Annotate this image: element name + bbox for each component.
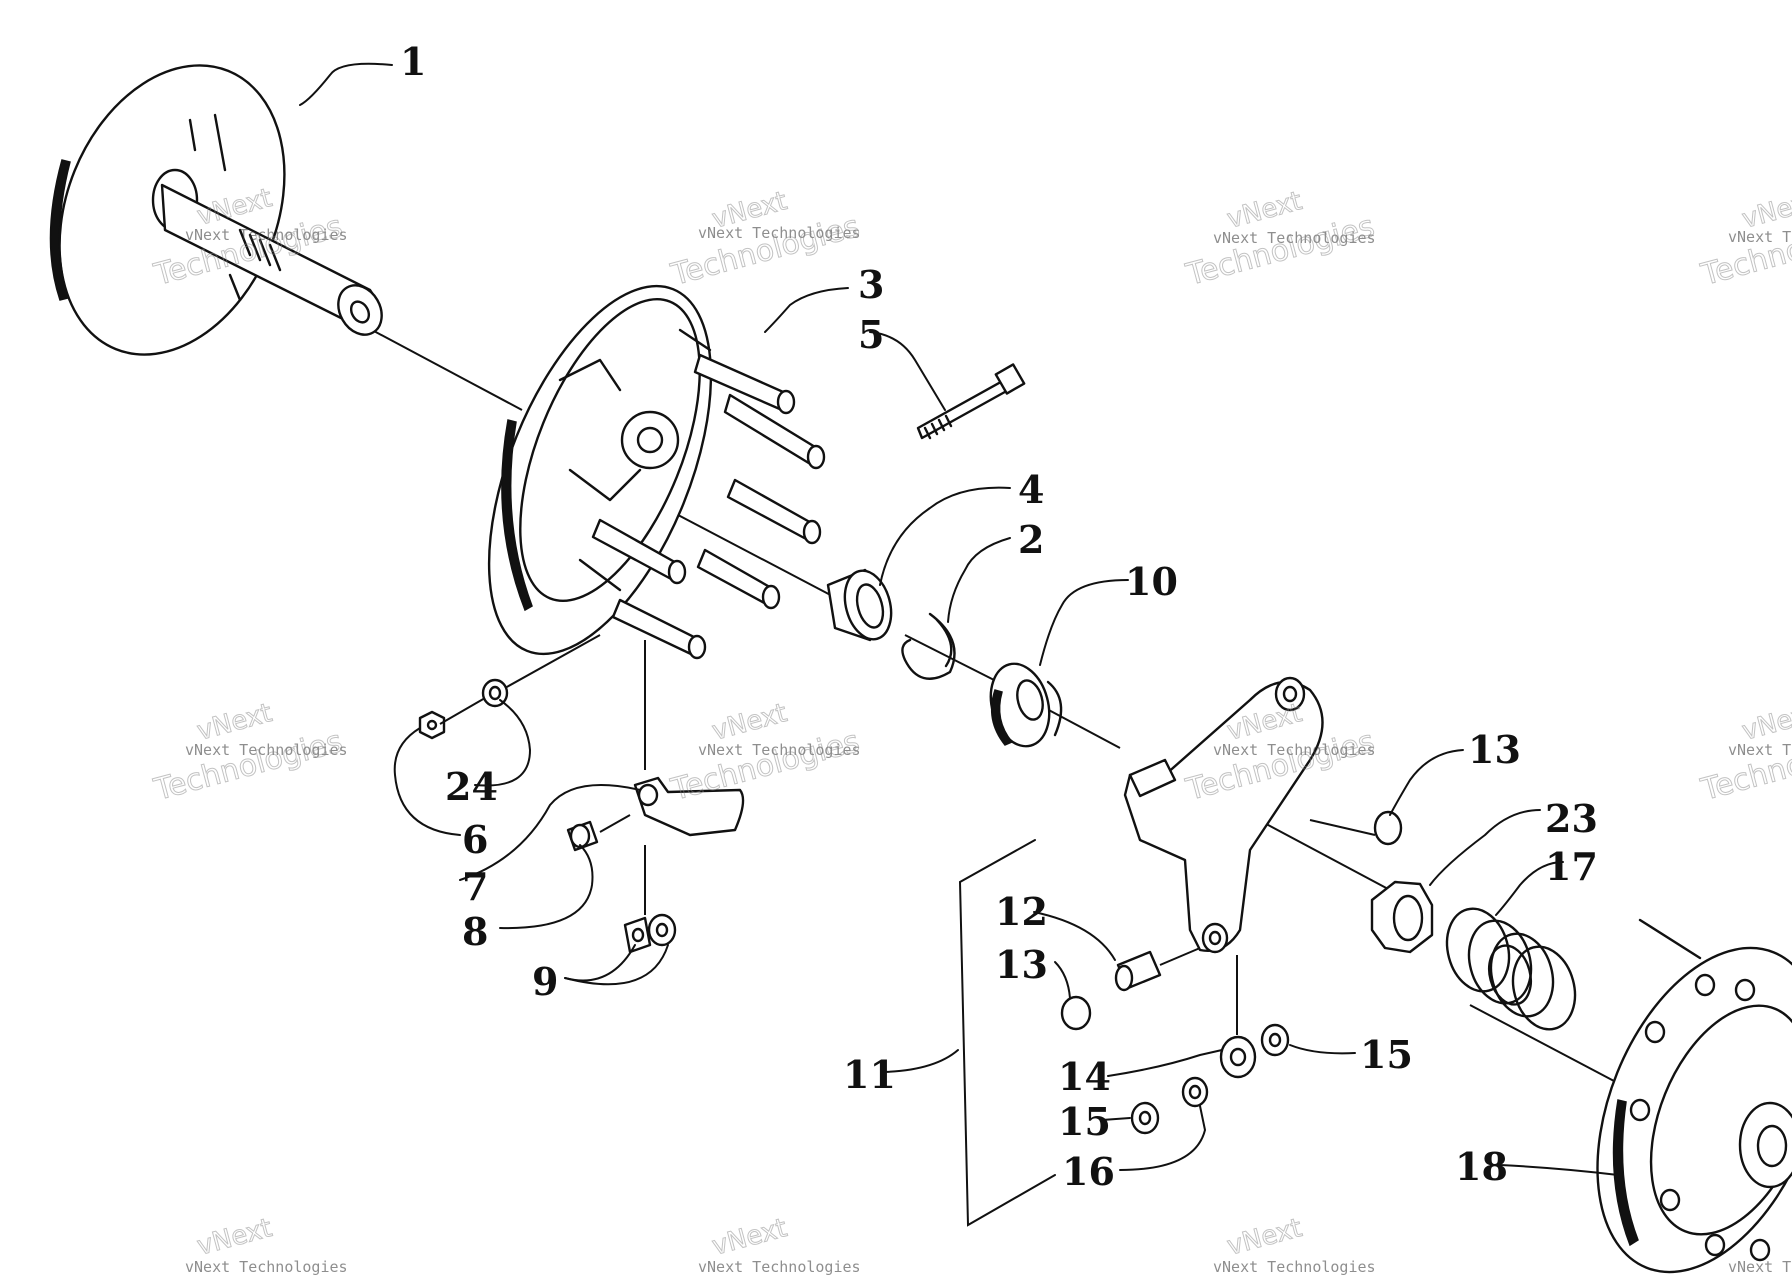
watermark-r3c3: vNext vNext Technologies: [1213, 1213, 1376, 1276]
part-washer-15a: [1260, 1023, 1290, 1057]
part-pin-12: [1114, 950, 1162, 992]
part-spider-plate: [487, 284, 826, 660]
watermark-r1c2: vNext vNext Technologies Technologies: [667, 186, 864, 294]
watermark-r1c3: vNext vNext Technologies Technologies: [1182, 186, 1379, 294]
callout-11: 11: [843, 1052, 896, 1097]
part-cap-13a: [1060, 995, 1092, 1031]
callout-24: 24: [445, 764, 498, 809]
svg-text:vNext Technologies: vNext Technologies: [1728, 1258, 1792, 1276]
callout-2: 2: [1018, 517, 1044, 562]
part-spring: [1445, 907, 1577, 1031]
callout-5: 5: [858, 312, 884, 357]
callout-4: 4: [1018, 467, 1044, 512]
callout-23: 23: [1545, 796, 1598, 841]
part-washer: [989, 662, 1063, 748]
part-nut-6: [418, 710, 446, 740]
callout-13b: 13: [1468, 727, 1521, 772]
callout-3: 3: [858, 262, 884, 307]
svg-text:vNext: vNext: [709, 698, 790, 747]
svg-text:vNext Technologies: vNext Technologies: [1728, 228, 1792, 246]
watermark-r1c4: vNext vNext Technologies Technologies: [1697, 186, 1792, 294]
part-sheave-shaft: [49, 64, 383, 356]
callout-6: 6: [462, 817, 488, 862]
right-cluster-axis: [1159, 819, 1376, 1035]
part-cam-arm: [1123, 676, 1324, 954]
callout-12: 12: [995, 889, 1048, 934]
svg-text:vNext: vNext: [194, 698, 275, 747]
callout-labels: 1 2 3 4 5 6 7 8 9 10 11 12 13 13 14 15 1…: [400, 39, 1598, 1194]
svg-text:vNext: vNext: [1224, 1213, 1305, 1262]
watermark-r2c1: vNext vNext Technologies Technologies: [150, 698, 348, 809]
svg-text:vNext: vNext: [709, 1213, 790, 1262]
part-roller-arm-7: [633, 776, 745, 837]
svg-text:vNext Technologies: vNext Technologies: [1213, 1258, 1376, 1276]
callout-15b: 15: [1360, 1032, 1413, 1077]
callout-1: 1: [400, 39, 426, 84]
part-snap-ring: [901, 612, 956, 680]
callout-10: 10: [1125, 559, 1178, 604]
part-moveable-sheave: [1596, 918, 1792, 1274]
svg-text:vNext: vNext: [1224, 186, 1305, 235]
bracket-11: [958, 839, 1056, 1227]
svg-text:vNext Technologies: vNext Technologies: [698, 224, 861, 242]
part-plates-9: [623, 913, 677, 954]
leader-lines: [299, 62, 1619, 1176]
part-bushing: [826, 568, 893, 642]
svg-text:vNext Technologies: vNext Technologies: [1728, 741, 1792, 759]
callout-8: 8: [462, 909, 488, 954]
part-adjusting-nut: [1370, 880, 1434, 954]
svg-text:vNext Technologies: vNext Technologies: [1213, 229, 1376, 247]
callout-7: 7: [462, 864, 488, 909]
part-roller-14: [1219, 1035, 1257, 1079]
watermark-r3c4: vNext Technologies: [1728, 1258, 1792, 1276]
left-cluster-axis: [439, 634, 646, 915]
part-bushing-16: [1181, 1076, 1209, 1108]
callout-14: 14: [1058, 1054, 1111, 1099]
svg-text:vNext Technologies: vNext Technologies: [185, 226, 348, 244]
callout-17: 17: [1545, 844, 1598, 889]
svg-text:Technologies: Technologies: [667, 724, 863, 808]
svg-text:vNext Technologies: vNext Technologies: [185, 741, 348, 759]
watermark-r2c4: vNext vNext Technologies Technologies: [1697, 698, 1792, 809]
part-bolt: [916, 363, 1026, 440]
svg-text:vNext: vNext: [194, 1213, 275, 1262]
callout-16: 16: [1062, 1149, 1115, 1194]
callout-15a: 15: [1058, 1099, 1111, 1144]
svg-text:vNext Technologies: vNext Technologies: [698, 741, 861, 759]
callout-18: 18: [1455, 1144, 1508, 1189]
svg-text:vNext Technologies: vNext Technologies: [185, 1258, 348, 1276]
svg-text:vNext: vNext: [1739, 698, 1792, 747]
part-cap-13b: [1373, 810, 1403, 846]
svg-text:Technologies: Technologies: [150, 724, 346, 808]
part-pin-8: [566, 820, 599, 852]
svg-text:vNext Technologies: vNext Technologies: [698, 1258, 861, 1276]
svg-text:vNext Technologies: vNext Technologies: [1213, 741, 1376, 759]
watermark-r3c1: vNext vNext Technologies: [185, 1213, 348, 1276]
watermark-r2c2: vNext vNext Technologies Technologies: [667, 698, 864, 809]
callout-9: 9: [532, 959, 558, 1004]
callout-13a: 13: [995, 942, 1048, 987]
part-washer-15b: [1130, 1101, 1160, 1135]
watermark-r3c2: vNext vNext Technologies: [698, 1213, 861, 1276]
